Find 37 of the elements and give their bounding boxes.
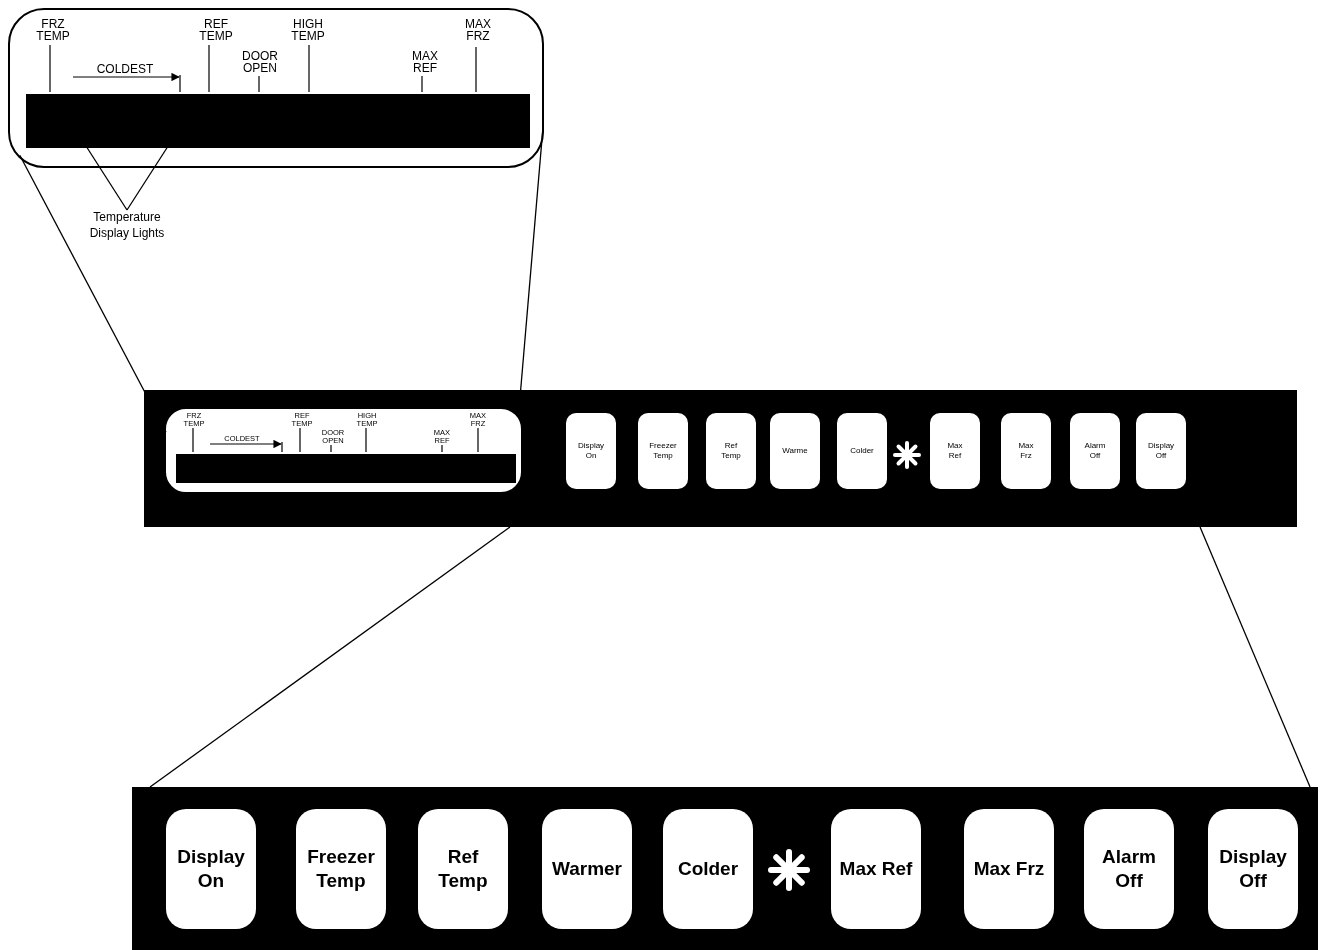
display-light-bar [176, 454, 516, 483]
indicator-label: FRZ TEMP [35, 18, 71, 42]
indicator-label: HIGH TEMP [290, 18, 326, 42]
zoom-line [149, 526, 511, 788]
indicator-label: COLDEST [95, 63, 155, 75]
panel-button: Display Off [1208, 809, 1298, 929]
panel-button: Warmer [542, 809, 632, 929]
leader-line [85, 145, 128, 211]
indicator-label: MAX FRZ [464, 18, 492, 42]
panel-button: Colder [663, 809, 753, 929]
panel-button: Alarm Off [1084, 809, 1174, 929]
panel-button: Max Frz [1001, 413, 1051, 489]
indicator-label: DOOR OPEN [241, 50, 279, 74]
callout-text: Temperature Display Lights [72, 210, 182, 242]
panel-button: Freezer Temp [296, 809, 386, 929]
control-panel [144, 390, 1297, 527]
panel-button: Display On [166, 809, 256, 929]
panel-button: Ref Temp [418, 809, 508, 929]
zoom-line [1199, 526, 1311, 788]
panel-button: Warme [770, 413, 820, 489]
indicator-label: MAX REF [411, 50, 439, 74]
panel-button: Freezer Temp [638, 413, 688, 489]
display-window [166, 409, 521, 492]
panel-button: Alarm Off [1070, 413, 1120, 489]
display-window [8, 8, 544, 168]
panel-button: Ref Temp [706, 413, 756, 489]
panel-button: Max Ref [930, 413, 980, 489]
panel-button: Colder [837, 413, 887, 489]
leader-line [126, 145, 169, 211]
display-light-bar [26, 94, 530, 148]
indicator-label: REF TEMP [198, 18, 234, 42]
zoom-line [19, 154, 167, 433]
panel-button: Display On [566, 413, 616, 489]
panel-button: Max Frz [964, 809, 1054, 929]
panel-button: Max Ref [831, 809, 921, 929]
panel-button: Display Off [1136, 413, 1186, 489]
control-panel-enlarged [132, 787, 1318, 950]
